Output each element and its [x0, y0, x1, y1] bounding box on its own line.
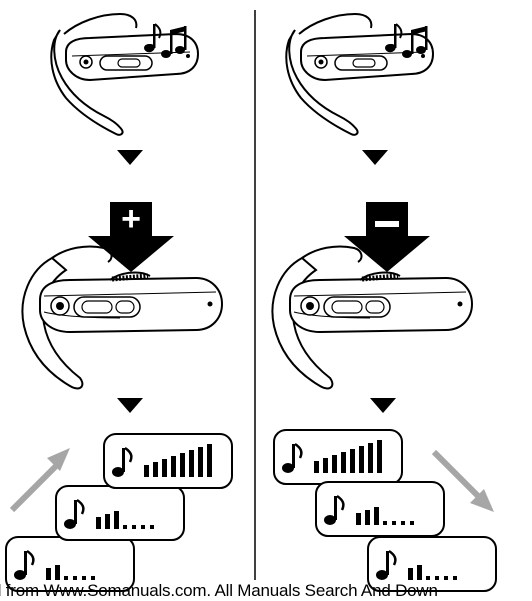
- volume-card-medium: [54, 484, 186, 542]
- decrease-arrow-icon: [431, 449, 494, 512]
- press-arrow-icon: [344, 202, 430, 272]
- headset-large-left: [22, 246, 222, 388]
- volume-card-medium: [314, 480, 446, 538]
- plus-symbol: +: [121, 200, 141, 238]
- step-arrow-down-icon: [370, 398, 396, 413]
- volume-card-full: [102, 432, 234, 490]
- volume-card-full: [272, 428, 404, 486]
- step-arrow-down-icon: [362, 150, 388, 165]
- step-arrow-down-icon: [117, 150, 143, 165]
- panel-volume-up: +: [4, 13, 234, 593]
- step-arrow-down-icon: [117, 398, 143, 413]
- headset-small-right: [285, 13, 434, 136]
- footer-text: d from Www.Somanuals.com. All Manuals Se…: [0, 581, 438, 600]
- panel-volume-down: [272, 13, 498, 593]
- headset-large-right: [272, 246, 472, 388]
- footer-watermark: d from Www.Somanuals.com. All Manuals Se…: [0, 580, 532, 601]
- press-arrow-icon: [88, 202, 174, 272]
- increase-arrow-icon: [9, 448, 70, 513]
- minus-symbol: [375, 221, 399, 227]
